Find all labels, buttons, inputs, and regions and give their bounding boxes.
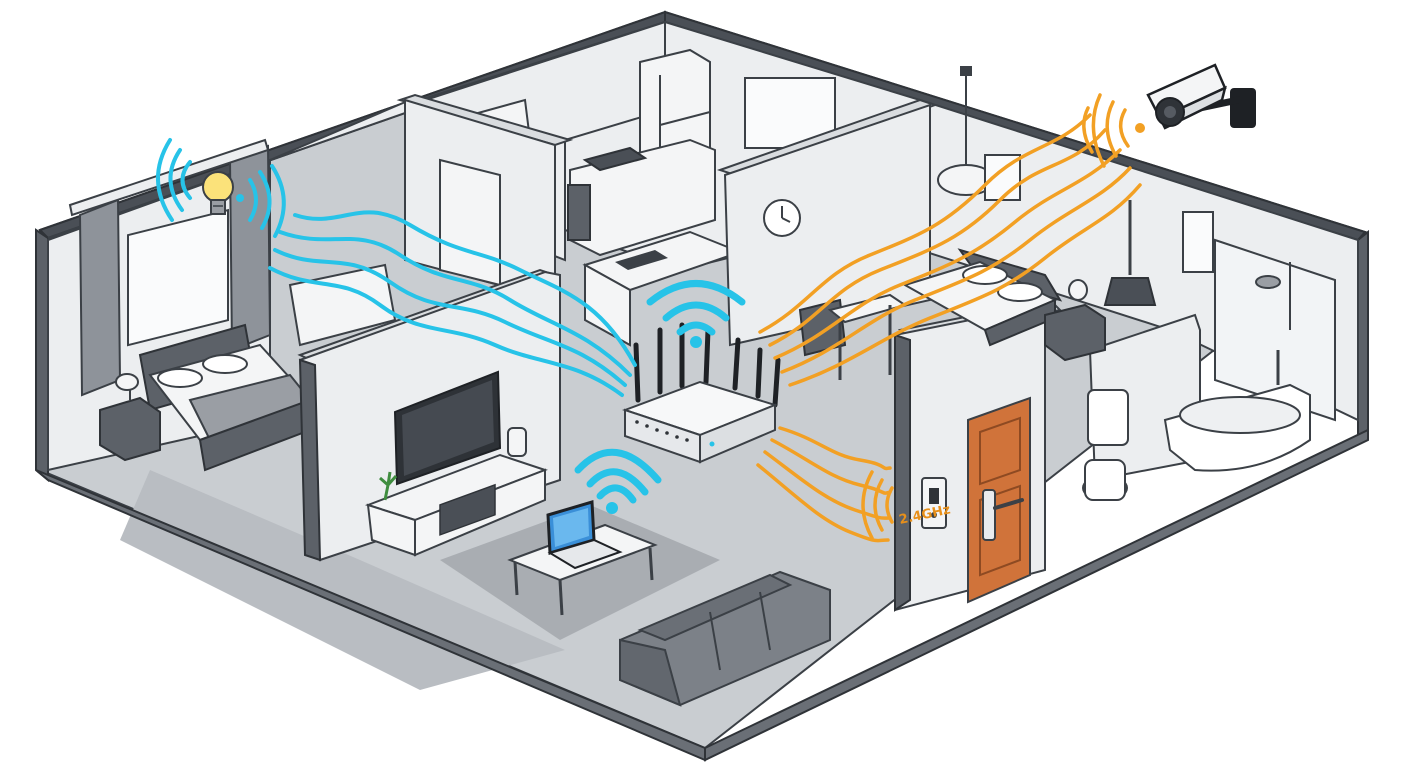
- wifi-24ghz-waves-lock: 2.4GHz: [756, 426, 952, 543]
- smart-lock-icon: [982, 489, 996, 541]
- tv-console: [364, 453, 548, 557]
- kitchen-island: [582, 230, 743, 347]
- toilet: [1082, 389, 1129, 501]
- kitchen-counter: [567, 138, 716, 257]
- laptop-icon: [546, 448, 662, 570]
- bathtub: [1163, 350, 1311, 472]
- wifi-5ghz-waves: [268, 210, 637, 397]
- nightstand-left: [99, 373, 161, 462]
- bulb-wifi-left: [156, 138, 192, 222]
- wifi-icon: [646, 280, 746, 348]
- sofa: [619, 570, 831, 707]
- window: [127, 208, 229, 347]
- wifi-24ghz-waves-camera: [758, 113, 1142, 387]
- tv: [393, 370, 502, 486]
- camera-wifi: [1082, 93, 1145, 168]
- curtain-left: [78, 198, 122, 397]
- lock-wifi: [861, 470, 894, 540]
- bathroom: [1082, 200, 1336, 501]
- front-door: [921, 396, 1031, 604]
- bed-left: [138, 323, 312, 472]
- router-icon: [621, 280, 781, 464]
- bedroom-left: [47, 138, 312, 472]
- security-camera-icon: [1082, 63, 1256, 168]
- laptop-wifi: [574, 448, 662, 514]
- bulb-wifi-right: [236, 164, 286, 238]
- smart-bulb-icon: [156, 138, 286, 238]
- bedroom-right: [763, 66, 1106, 380]
- outer-walls: [35, 10, 1369, 762]
